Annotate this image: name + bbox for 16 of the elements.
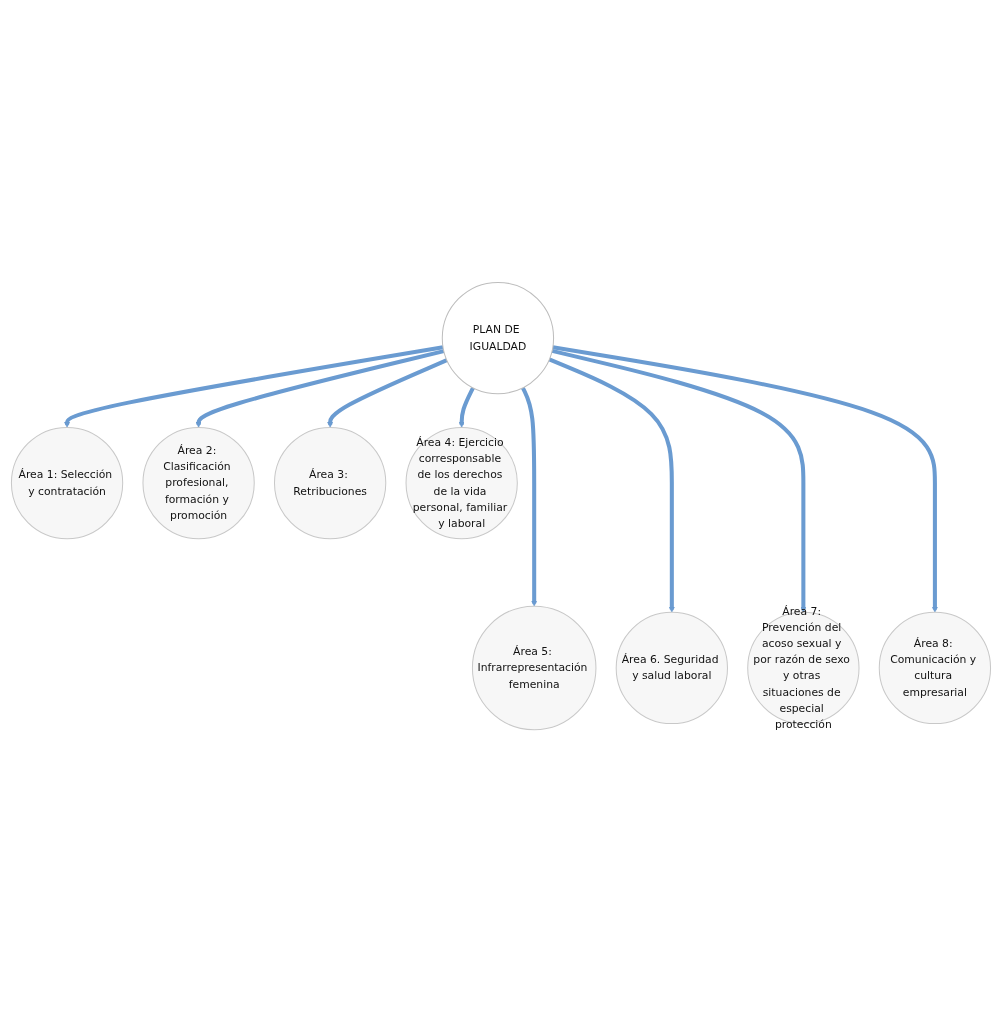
arrow [64,345,444,429]
node-circle: Área 4: Ejercicio corresponsable de los derechos de la vida personal, familiar y laboral [405,427,518,540]
node-circle: Área 2: Clasificación profesional, formación y promoción [142,427,255,540]
arrow [551,349,807,613]
node-circle: Área 3: Retribuciones [274,427,387,540]
arrow [552,345,938,613]
node-circle: Área 6. Seguridad y salud laboral [615,612,728,725]
arrow [548,358,675,613]
arrow [521,387,538,607]
node-circle: PLAN DE IGUALDAD [441,282,555,395]
node-circle: Área 5: Infrarrepresentación femenina [471,606,597,731]
arrow [458,387,475,429]
arrow [327,358,448,429]
arrow [195,349,445,429]
node-circle: Área 8: Comunicación y cultura empresarial [878,612,992,725]
node-circle: Área 1: Selección y contratación [10,427,124,540]
